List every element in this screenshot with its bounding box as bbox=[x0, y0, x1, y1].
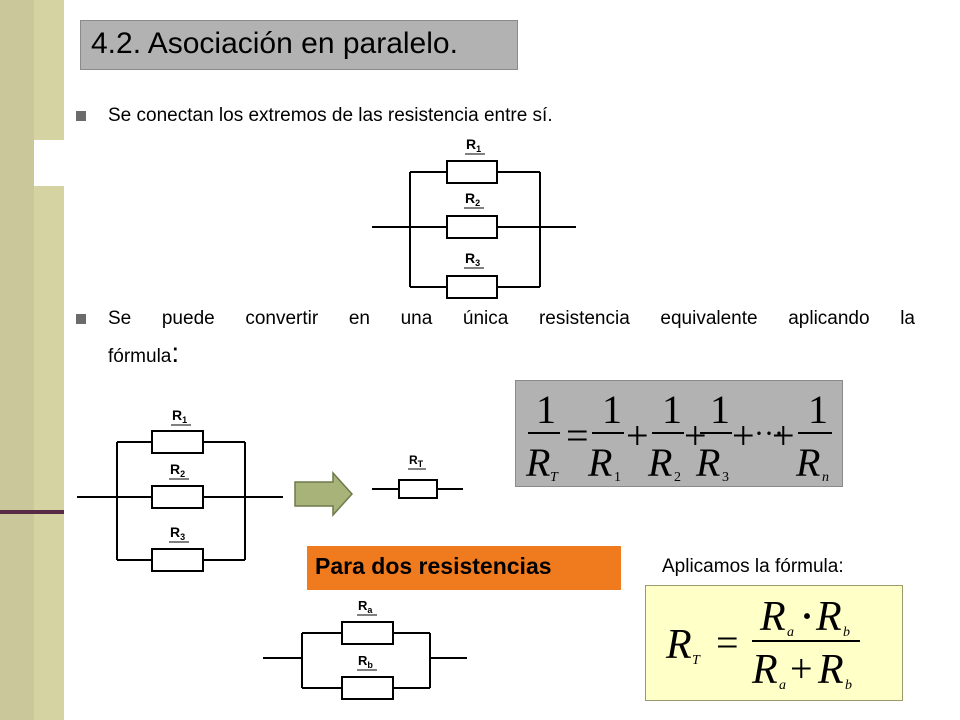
f2-den-r: R bbox=[817, 647, 844, 693]
f1-plus: + bbox=[772, 413, 795, 458]
f1-sub-n: n bbox=[822, 470, 829, 485]
c2-r1-sub: 1 bbox=[182, 415, 187, 425]
f2-plus: + bbox=[790, 646, 813, 691]
apply-formula-label: Aplicamos la fórmula: bbox=[662, 556, 844, 577]
c3-rb-label: R bbox=[358, 653, 368, 668]
f2-den-r: R bbox=[751, 647, 778, 693]
c2-r1-label: R bbox=[172, 407, 182, 423]
f1-den-r: R bbox=[587, 440, 612, 485]
f1-num-3: 1 bbox=[662, 387, 682, 432]
svg-text:R2: R2 bbox=[170, 461, 185, 479]
f2-equals: = bbox=[716, 620, 739, 665]
svg-text:Ra: Ra bbox=[358, 598, 373, 615]
svg-text:Rb: Rb bbox=[358, 653, 373, 670]
f1-plus: + bbox=[626, 413, 649, 458]
slide-title: 4.2. Asociación en paralelo. bbox=[91, 27, 458, 60]
slide-title-box: 4.2. Asociación en paralelo. bbox=[80, 20, 518, 70]
f1-num-1: 1 bbox=[536, 387, 556, 432]
f1-equals: = bbox=[566, 413, 589, 458]
c3-ra-sub: a bbox=[367, 605, 373, 615]
f1-sub-2: 2 bbox=[674, 470, 681, 485]
sidebar-divider bbox=[0, 510, 64, 514]
formula-two-resistors-box: R T = R a · R b R a + R b bbox=[645, 585, 903, 701]
svg-text:R1: R1 bbox=[466, 136, 481, 154]
svg-text:R1: R1 bbox=[172, 407, 187, 425]
c2-r3-sub: 3 bbox=[180, 532, 185, 542]
two-resistors-banner: Para dos resistencias bbox=[307, 546, 621, 590]
sidebar-notch bbox=[34, 140, 64, 186]
svg-text:R3: R3 bbox=[170, 524, 185, 542]
f1-den-r: R bbox=[695, 440, 720, 485]
c3-rb-sub: b bbox=[367, 660, 373, 670]
c1-r1-sub: 1 bbox=[476, 144, 481, 154]
bullet-marker bbox=[76, 111, 86, 121]
bullet-marker bbox=[76, 314, 86, 324]
f2-sub-t: T bbox=[692, 653, 701, 668]
c1-r2-label: R bbox=[465, 190, 475, 206]
f2-num-r: R bbox=[815, 594, 842, 640]
bullet-text-2-line2: fórmula: bbox=[108, 338, 179, 372]
f2-lhs-r: R bbox=[665, 622, 692, 668]
f2-num-sub-b: b bbox=[843, 625, 850, 640]
f1-num-4: 1 bbox=[710, 387, 730, 432]
c1-r2-sub: 2 bbox=[475, 198, 480, 208]
rt-sub: T bbox=[418, 459, 424, 469]
f1-num-n: 1 bbox=[808, 387, 828, 432]
svg-text:RT: RT bbox=[409, 453, 424, 469]
f1-dots: ··· bbox=[754, 417, 784, 450]
c2-r2-label: R bbox=[170, 461, 180, 477]
formula-parallel-box: 1 R T = 1 R 1 + 1 R 2 + 1 R 3 + ··· + bbox=[515, 380, 843, 487]
f1-sub-t: T bbox=[550, 470, 559, 485]
f1-sub-3: 3 bbox=[722, 470, 729, 485]
formula-parallel: 1 R T = 1 R 1 + 1 R 2 + 1 R 3 + ··· + bbox=[525, 387, 832, 485]
bullet-text-2-word: fórmula bbox=[108, 346, 172, 367]
formula-two-resistors: R T = R a · R b R a + R b bbox=[665, 594, 860, 693]
c2-r2-sub: 2 bbox=[180, 469, 185, 479]
f2-den-sub-a: a bbox=[779, 678, 786, 693]
c1-r1-label: R bbox=[466, 136, 476, 152]
f1-den-r: R bbox=[795, 440, 820, 485]
sidebar-strip bbox=[0, 0, 34, 720]
svg-text:R3: R3 bbox=[465, 250, 480, 268]
c3-ra-label: R bbox=[358, 598, 368, 613]
f1-den-r: R bbox=[647, 440, 672, 485]
two-resistors-label: Para dos resistencias bbox=[315, 553, 552, 579]
bullet-text-1: Se conectan los extremos de las resisten… bbox=[108, 105, 553, 126]
f2-den-sub-b: b bbox=[845, 678, 852, 693]
f1-plus: + bbox=[732, 413, 755, 458]
bullet-text-2-colon: : bbox=[171, 337, 180, 368]
f1-sub-1: 1 bbox=[614, 470, 621, 485]
rt-label: R bbox=[409, 453, 418, 467]
f1-num-2: 1 bbox=[602, 387, 622, 432]
f1-den-r: R bbox=[525, 440, 550, 485]
bullet-text-2-line1: Se puede convertir en una única resisten… bbox=[108, 308, 915, 329]
svg-text:R2: R2 bbox=[465, 190, 480, 208]
c1-r3-label: R bbox=[465, 250, 475, 266]
f1-plus: + bbox=[684, 413, 707, 458]
f2-num-sub-a: a bbox=[787, 625, 794, 640]
c1-r3-sub: 3 bbox=[475, 258, 480, 268]
c2-r3-label: R bbox=[170, 524, 180, 540]
f2-num-r: R bbox=[759, 594, 786, 640]
arrow-right-icon bbox=[294, 471, 354, 517]
f2-dot: · bbox=[801, 596, 813, 636]
